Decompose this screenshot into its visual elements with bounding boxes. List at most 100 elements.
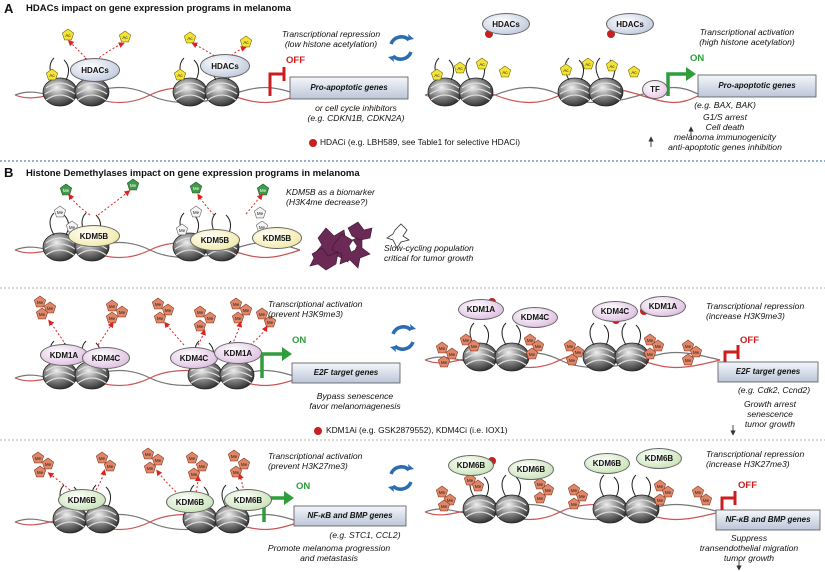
note-line: Transcriptional activation xyxy=(268,451,363,461)
outcome-line: Cell death xyxy=(705,121,745,132)
panel-a-repression-note: Transcriptional repression (low histone … xyxy=(256,29,406,50)
histone-mark-label: Me xyxy=(535,344,542,349)
histone-mark-label: Me xyxy=(537,496,544,501)
inhibitors-note: or cell cycle inhibitors (e.g. CDKN1B, C… xyxy=(296,103,416,124)
on-label-a: ON xyxy=(690,53,705,64)
hdaci-legend: HDACi (e.g. LBH589, see Table1 for selec… xyxy=(320,137,520,147)
kdm4c-enzyme: KDM4C xyxy=(512,307,558,328)
histone-mark-label: Me xyxy=(155,458,162,463)
histone-mark-label: Me xyxy=(189,456,196,461)
on-label-b3: ON xyxy=(296,481,311,492)
histone-mark-label: Me xyxy=(193,186,200,191)
kdm6b-enzyme: KDM6B xyxy=(58,489,106,511)
histone-mark-label: Me xyxy=(37,470,44,475)
histone-mark-label: Me xyxy=(109,304,116,309)
note-line: Transcriptional activation xyxy=(268,299,363,309)
note-line: (increase H3K9me3) xyxy=(706,310,785,321)
tf-factor: TF xyxy=(642,80,668,99)
note-line: Transcriptional repression xyxy=(706,449,805,459)
histone-mark-label: Me xyxy=(35,456,42,461)
histone-mark-label: Me xyxy=(569,358,576,363)
histone-mark-label: Me xyxy=(575,350,582,355)
histone-mark-label: Ac xyxy=(122,35,128,40)
kdm1-right-outcome: Growth arrest senescence tumor growth xyxy=(720,399,820,430)
kdm5b-biomarker-note: KDM5B as a biomarker (H3K4me decrease?) xyxy=(286,187,375,208)
histone-mark-label: Me xyxy=(145,452,152,457)
kdm6-activation-note: Transcriptional activation (prevent H3K2… xyxy=(268,451,363,472)
kdm6b-enzyme: KDM6B xyxy=(636,448,682,469)
histone-mark-label: Me xyxy=(147,466,154,471)
histone-mark-label: Ac xyxy=(243,40,249,45)
panel-a-letter: A xyxy=(4,1,14,16)
histone-mark-label: Me xyxy=(179,228,186,233)
histone-mark-label: Me xyxy=(655,344,662,349)
hdacs-enzyme: HDACs xyxy=(200,54,250,78)
outcome-line: Bypass senescence xyxy=(316,391,394,401)
gene-box-nfkb-right: NF-κB and BMP genes xyxy=(725,515,811,524)
histone-mark-label: Ac xyxy=(585,62,591,67)
outcome-line: favor melanomagenesis xyxy=(309,400,401,411)
outcome-line: senescence xyxy=(747,408,793,419)
histone-mark-label: Me xyxy=(130,183,137,188)
kdm5b-enzyme: KDM5B xyxy=(252,227,302,249)
histone-mark-label: Ac xyxy=(177,73,183,78)
histone-mark-label: Me xyxy=(529,352,536,357)
histone-mark-label: Ac xyxy=(434,73,440,78)
histone-mark-label: Me xyxy=(527,338,534,343)
histone-mark-label: Me xyxy=(235,316,242,321)
note-line: (prevent H3K9me3) xyxy=(268,308,343,319)
kdm6-examples: (e.g. STC1, CCL2) xyxy=(329,530,401,540)
outcome-line: transendothelial migration xyxy=(699,542,799,553)
outcome-line: tumor growth xyxy=(744,418,796,429)
outcome-line: melanoma immunogenicity xyxy=(673,131,777,142)
outcome-line: Suppress xyxy=(730,533,768,543)
note-line: Transcriptional activation xyxy=(699,27,795,37)
kdm1a-enzyme: KDM1A xyxy=(40,344,88,366)
on-label-b2: ON xyxy=(292,335,307,346)
panel-a-activation-note: Transcriptional activation (high histone… xyxy=(672,27,822,48)
histone-mark-label: Me xyxy=(657,484,664,489)
kdm-inhibitor-legend: KDM1Ai (e.g. GSK2879552), KDM4Ci (i.e. I… xyxy=(326,425,508,435)
note-line: (prevent H3K27me3) xyxy=(268,460,348,471)
kdm5b-enzyme: KDM5B xyxy=(190,229,240,251)
off-label-b2: OFF xyxy=(740,335,759,346)
gene-box-nfkb-left: NF-κB and BMP genes xyxy=(307,511,393,520)
panel-a-title: HDACs impact on gene expression programs… xyxy=(26,3,292,14)
kdm4c-enzyme: KDM4C xyxy=(170,347,218,369)
kdm6b-enzyme: KDM6B xyxy=(508,459,554,480)
kdm1-activation-note: Transcriptional activation (prevent H3K9… xyxy=(268,299,363,320)
histone-mark-label: Me xyxy=(107,464,114,469)
histone-mark-label: Me xyxy=(439,346,446,351)
histone-mark-label: Ac xyxy=(479,62,485,67)
gene-box-e2f-left: E2F target genes xyxy=(313,368,379,377)
outcome-line: and metastasis xyxy=(300,552,358,563)
outcomes-a: G1/S arrest Cell death melanoma immunoge… xyxy=(640,112,810,153)
outcome-line: Promote melanoma progression xyxy=(267,543,391,553)
histone-mark-label: Me xyxy=(693,350,700,355)
kdm1-examples: (e.g. Cdk2, Ccnd2) xyxy=(737,385,811,395)
histone-mark-label: Me xyxy=(231,454,238,459)
histone-mark-label: Me xyxy=(471,344,478,349)
off-label-a: OFF xyxy=(286,55,305,66)
histone-mark-label: Me xyxy=(99,456,106,461)
histone-mark-label: Me xyxy=(703,498,710,503)
histone-mark-label: Me xyxy=(657,498,664,503)
histone-mark-label: Me xyxy=(567,344,574,349)
histone-mark-label: Me xyxy=(69,225,76,230)
histone-mark-label: Me xyxy=(447,498,454,503)
gene-box-pro-apoptotic-right: Pro-apoptotic genes xyxy=(718,81,796,90)
histone-mark-label: Me xyxy=(197,324,204,329)
kdm6b-enzyme: KDM6B xyxy=(448,455,494,476)
histone-mark-label: Me xyxy=(571,488,578,493)
note-line: Transcriptional repression xyxy=(706,301,805,311)
histone-mark-label: Me xyxy=(57,210,64,215)
histone-mark-label: Me xyxy=(475,484,482,489)
histone-mark-label: Me xyxy=(259,225,266,230)
kdm6-left-outcome: Promote melanoma progression and metasta… xyxy=(254,543,404,564)
histone-mark-label: Me xyxy=(109,316,116,321)
kdm6b-enzyme: KDM6B xyxy=(166,491,214,513)
histone-mark-label: Ac xyxy=(49,73,55,78)
note-line: (e.g. CDKN1B, CDKN2A) xyxy=(307,112,405,123)
note-line: Transcriptional repression xyxy=(281,29,381,39)
